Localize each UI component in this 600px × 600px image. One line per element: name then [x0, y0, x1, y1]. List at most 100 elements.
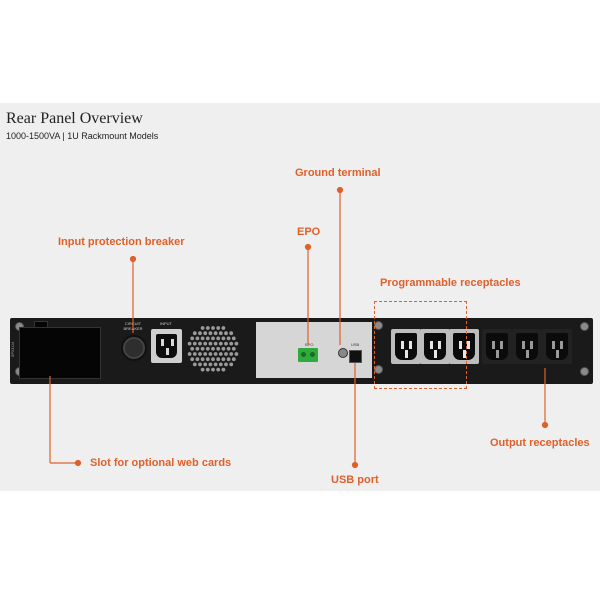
fan-vent-hole — [203, 362, 208, 367]
fan-vent-hole — [200, 367, 205, 372]
fan-vent-hole — [218, 362, 223, 367]
fan-vent-hole — [221, 357, 226, 362]
fan-vent-hole — [216, 336, 221, 341]
label-programmable-receptacles: Programmable receptacles — [380, 277, 521, 289]
fan-vent-hole — [229, 341, 234, 346]
label-ground-terminal: Ground terminal — [295, 167, 381, 179]
ground-terminal-screw[interactable] — [338, 348, 348, 358]
fan-vent-hole — [221, 326, 226, 330]
inlet-pin — [161, 339, 164, 346]
fan-vent-hole — [198, 352, 202, 356]
fan-vent-hole — [190, 346, 195, 351]
fan-vent-hole — [192, 341, 197, 346]
fan-vent-hole — [229, 352, 234, 356]
screw-icon — [580, 367, 589, 376]
fan-vent-hole — [211, 346, 215, 351]
fan-vent-hole — [203, 352, 208, 356]
fan-vent-hole — [221, 367, 226, 372]
fan-vent-hole — [198, 331, 202, 336]
fan-vent-hole — [224, 331, 228, 336]
fan-vent-hole — [213, 352, 218, 356]
label-output-receptacles: Output receptacles — [490, 437, 590, 449]
fan-vent-hole — [203, 331, 208, 336]
epo-connector[interactable] — [298, 348, 318, 362]
fan-vent-hole — [218, 352, 223, 356]
epo-terminal-hole — [301, 352, 306, 357]
fan-vent-hole — [224, 341, 228, 346]
page-subtitle: 1000-1500VA | 1U Rackmount Models — [6, 131, 159, 141]
fan-vent-hole — [216, 326, 221, 330]
fan-vent-hole — [211, 367, 215, 372]
programmable-receptacles-highlight — [374, 301, 467, 389]
fan-vent-hole — [211, 357, 215, 362]
epo-text: EPO — [305, 342, 314, 347]
fan-vent-hole — [187, 341, 192, 346]
fan-vent-hole — [205, 336, 210, 341]
fan-vent-hole — [224, 352, 228, 356]
fan-vent-hole — [205, 357, 210, 362]
fan-vent-hole — [211, 326, 215, 330]
fan-vent-hole — [208, 352, 213, 356]
fan-vent-hole — [208, 331, 213, 336]
fan-vent-hole — [192, 352, 197, 356]
fan-vent-hole — [216, 367, 221, 372]
fan-vent-hole — [224, 362, 228, 367]
fan-vent-hole — [205, 326, 210, 330]
leader-dot-ground — [336, 186, 344, 194]
fan-vent-hole — [190, 357, 195, 362]
circuit-breaker-button[interactable] — [121, 335, 147, 361]
screw-icon — [580, 322, 589, 331]
programmable-receptacle — [420, 329, 450, 364]
fan-vent-hole — [213, 331, 218, 336]
fan-vent-hole — [192, 331, 197, 336]
fan-vent-hole — [203, 341, 208, 346]
output-receptacle — [542, 329, 572, 364]
fan-vent-hole — [213, 362, 218, 367]
fan-vent-hole — [221, 336, 226, 341]
fan-vent-hole — [195, 346, 200, 351]
programmable-receptacle — [449, 329, 479, 364]
fan-vent-hole — [208, 362, 213, 367]
fan-vent-hole — [226, 346, 231, 351]
diagram-background — [0, 103, 600, 491]
fan-vent-hole — [234, 352, 239, 356]
fan-vent-hole — [195, 357, 200, 362]
inlet-pin — [171, 339, 174, 346]
fan-vent-hole — [200, 357, 205, 362]
web-card-slot-notch — [34, 321, 48, 329]
fan-vent-hole — [211, 336, 215, 341]
programmable-receptacle — [391, 329, 421, 364]
leader-dot-card-slot — [74, 459, 82, 467]
fan-vent-hole — [216, 346, 221, 351]
web-card-slot — [19, 327, 101, 379]
label-web-card-slot: Slot for optional web cards — [90, 457, 232, 469]
fan-vent-hole — [208, 341, 213, 346]
fan-vent-hole — [200, 336, 205, 341]
fan-vent-hole — [231, 346, 236, 351]
fan-grille-icon — [183, 324, 243, 376]
page-title: Rear Panel Overview — [6, 110, 143, 127]
fan-vent-hole — [200, 326, 205, 330]
label-input-breaker: Input protection breaker — [58, 236, 185, 248]
fan-vent-hole — [218, 331, 223, 336]
epo-terminal-hole — [310, 352, 315, 357]
fan-vent-hole — [229, 331, 234, 336]
usb-port[interactable] — [349, 350, 362, 363]
output-receptacle — [482, 329, 512, 364]
label-epo: EPO — [297, 226, 321, 238]
leader-dot-usb — [351, 461, 359, 469]
fan-vent-hole — [213, 341, 218, 346]
fan-vent-hole — [195, 336, 200, 341]
input-text: INPUT — [160, 321, 172, 326]
fan-vent-hole — [190, 336, 195, 341]
fan-vent-hole — [198, 341, 202, 346]
fan-vent-hole — [205, 367, 210, 372]
fan-vent-hole — [229, 362, 234, 367]
fan-vent-hole — [216, 357, 221, 362]
usb-text: USB — [351, 342, 360, 347]
inlet-pin — [166, 348, 169, 355]
fan-vent-hole — [234, 341, 239, 346]
fan-vent-hole — [231, 336, 236, 341]
label-usb-port: USB port — [331, 474, 379, 486]
